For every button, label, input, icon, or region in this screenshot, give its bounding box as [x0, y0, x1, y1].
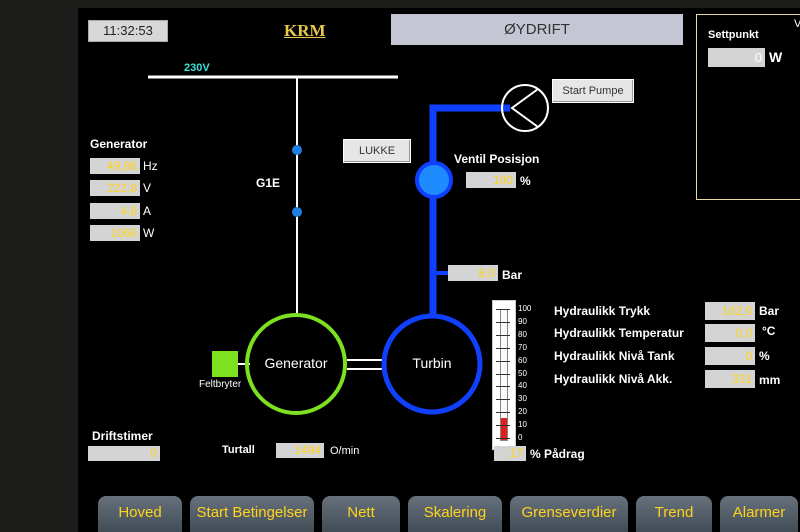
- breaker-node-upper: [292, 145, 302, 155]
- gauge-tick-mark: [496, 321, 510, 323]
- hydraulic-tank-level-value: 0: [705, 347, 755, 365]
- tab-trend[interactable]: Trend: [636, 496, 712, 532]
- gauge-tick-label: 40: [518, 381, 527, 391]
- hydraulic-accumulator-level-unit: mm: [759, 373, 781, 387]
- pressure-value: 8,0: [448, 265, 498, 281]
- process-diagram: [148, 75, 549, 415]
- tab-alarmer[interactable]: Alarmer: [720, 496, 798, 532]
- hydraulic-accumulator-level-label: Hydraulikk Nivå Akk.: [554, 372, 673, 386]
- runtime-label: Driftstimer: [92, 429, 153, 443]
- page-title: KRM: [284, 21, 326, 40]
- gauge-tick-label: 10: [518, 420, 527, 430]
- gauge-tick-mark: [496, 309, 510, 310]
- hydraulic-temperature-value: 0,0: [705, 324, 755, 342]
- generator-power-unit: W: [143, 226, 155, 240]
- valve-position-label: Ventil Posisjon: [454, 152, 540, 166]
- gauge-tick-mark: [496, 399, 510, 401]
- gate-opening-value: 17: [494, 446, 526, 461]
- pump-impeller: [510, 88, 539, 128]
- tab-start-betingelser[interactable]: Start Betingelser: [190, 496, 314, 532]
- gauge-fill: [501, 417, 507, 440]
- generator-label: Generator: [264, 355, 328, 371]
- generator-voltage-unit: V: [143, 181, 152, 195]
- hydraulic-temperature-label: Hydraulikk Temperatur: [554, 326, 684, 340]
- lukke-button[interactable]: LUKKE: [343, 139, 411, 163]
- pump-symbol: [501, 84, 549, 132]
- clock-display: 11:32:53: [88, 20, 168, 42]
- gauge-tick-label: 30: [518, 394, 527, 404]
- gauge-tick-label: 60: [518, 355, 527, 365]
- hydraulic-temperature-unit: °C: [762, 324, 776, 338]
- hmi-screen: 11:32:53 KRM ØYDRIFT Settpunkt V 0 W 230…: [78, 8, 800, 532]
- runtime-value: 0: [88, 446, 160, 461]
- gauge-tube: [500, 309, 508, 441]
- start-pump-button[interactable]: Start Pumpe: [552, 79, 634, 103]
- gauge-tick-label: 50: [518, 368, 527, 378]
- breaker-node-lower: [292, 207, 302, 217]
- hydraulic-accumulator-level-value: 331: [705, 370, 755, 388]
- generator-power-value: 1066: [90, 225, 140, 241]
- setpoint-unit: W: [769, 49, 783, 65]
- valve-symbol: [415, 161, 453, 199]
- gauge-tick-label: 0: [518, 433, 523, 442]
- speed-label: Turtall: [222, 444, 255, 456]
- pressure-unit: Bar: [502, 268, 523, 282]
- gauge-tick-mark: [496, 347, 510, 349]
- generator-frequency-unit: Hz: [143, 159, 158, 173]
- field-breaker-label: Feltbryter: [199, 379, 242, 390]
- turbine-label: Turbin: [412, 355, 452, 371]
- hydraulic-tank-level-label: Hydraulikk Nivå Tank: [554, 349, 675, 363]
- line-label: G1E: [256, 176, 281, 190]
- setpoint-panel: [696, 14, 800, 200]
- penstock-pipe: [429, 104, 510, 317]
- generator-voltage-value: 222,8: [90, 180, 140, 196]
- speed-unit: O/min: [330, 445, 360, 457]
- valve-position-value: 100: [466, 172, 516, 188]
- gauge-tick-label: 70: [518, 342, 527, 352]
- setpoint-input[interactable]: 0: [708, 48, 765, 67]
- generator-current-value: 4,8: [90, 203, 140, 219]
- tab-nett[interactable]: Nett: [322, 496, 400, 532]
- speed-value: 1494: [276, 443, 324, 458]
- tab-hoved[interactable]: Hoved: [98, 496, 182, 532]
- generator-frequency-value: 49,86: [90, 158, 140, 174]
- gauge-tick-mark: [496, 425, 510, 427]
- gauge-tick-mark: [496, 334, 510, 336]
- gauge-tick-label: 20: [518, 407, 527, 417]
- gauge-tick-label: 80: [518, 329, 527, 339]
- gauge-tick-mark: [496, 386, 510, 388]
- gate-opening-unit: % Pådrag: [530, 447, 585, 461]
- busbar-voltage-label: 230V: [184, 62, 210, 74]
- generator-current-unit: A: [143, 204, 152, 218]
- gauge-tick-mark: [496, 412, 510, 414]
- gauge-tick-label: 90: [518, 316, 527, 326]
- mode-banner: ØYDRIFT: [391, 14, 683, 45]
- gauge-tick-mark: [496, 438, 510, 439]
- gauge-tick-label: 100: [518, 304, 532, 313]
- gauge-tick-mark: [496, 373, 510, 375]
- setpoint-edge-label: V: [794, 18, 800, 30]
- tab-grenseverdier[interactable]: Grenseverdier: [510, 496, 628, 532]
- hydraulic-pressure-value: 102,0: [705, 302, 755, 320]
- hydraulic-pressure-unit: Bar: [759, 304, 780, 318]
- hydraulic-pressure-label: Hydraulikk Trykk: [554, 304, 651, 318]
- generator-panel-title: Generator: [90, 137, 148, 151]
- valve-position-unit: %: [520, 174, 531, 188]
- field-breaker-indicator[interactable]: [212, 351, 238, 377]
- gauge-tick-mark: [496, 360, 510, 362]
- hydraulic-tank-level-unit: %: [759, 349, 770, 363]
- generator-symbol: [245, 313, 347, 415]
- tab-skalering[interactable]: Skalering: [408, 496, 502, 532]
- setpoint-label: Settpunkt: [708, 29, 759, 41]
- gate-gauge: [492, 300, 516, 450]
